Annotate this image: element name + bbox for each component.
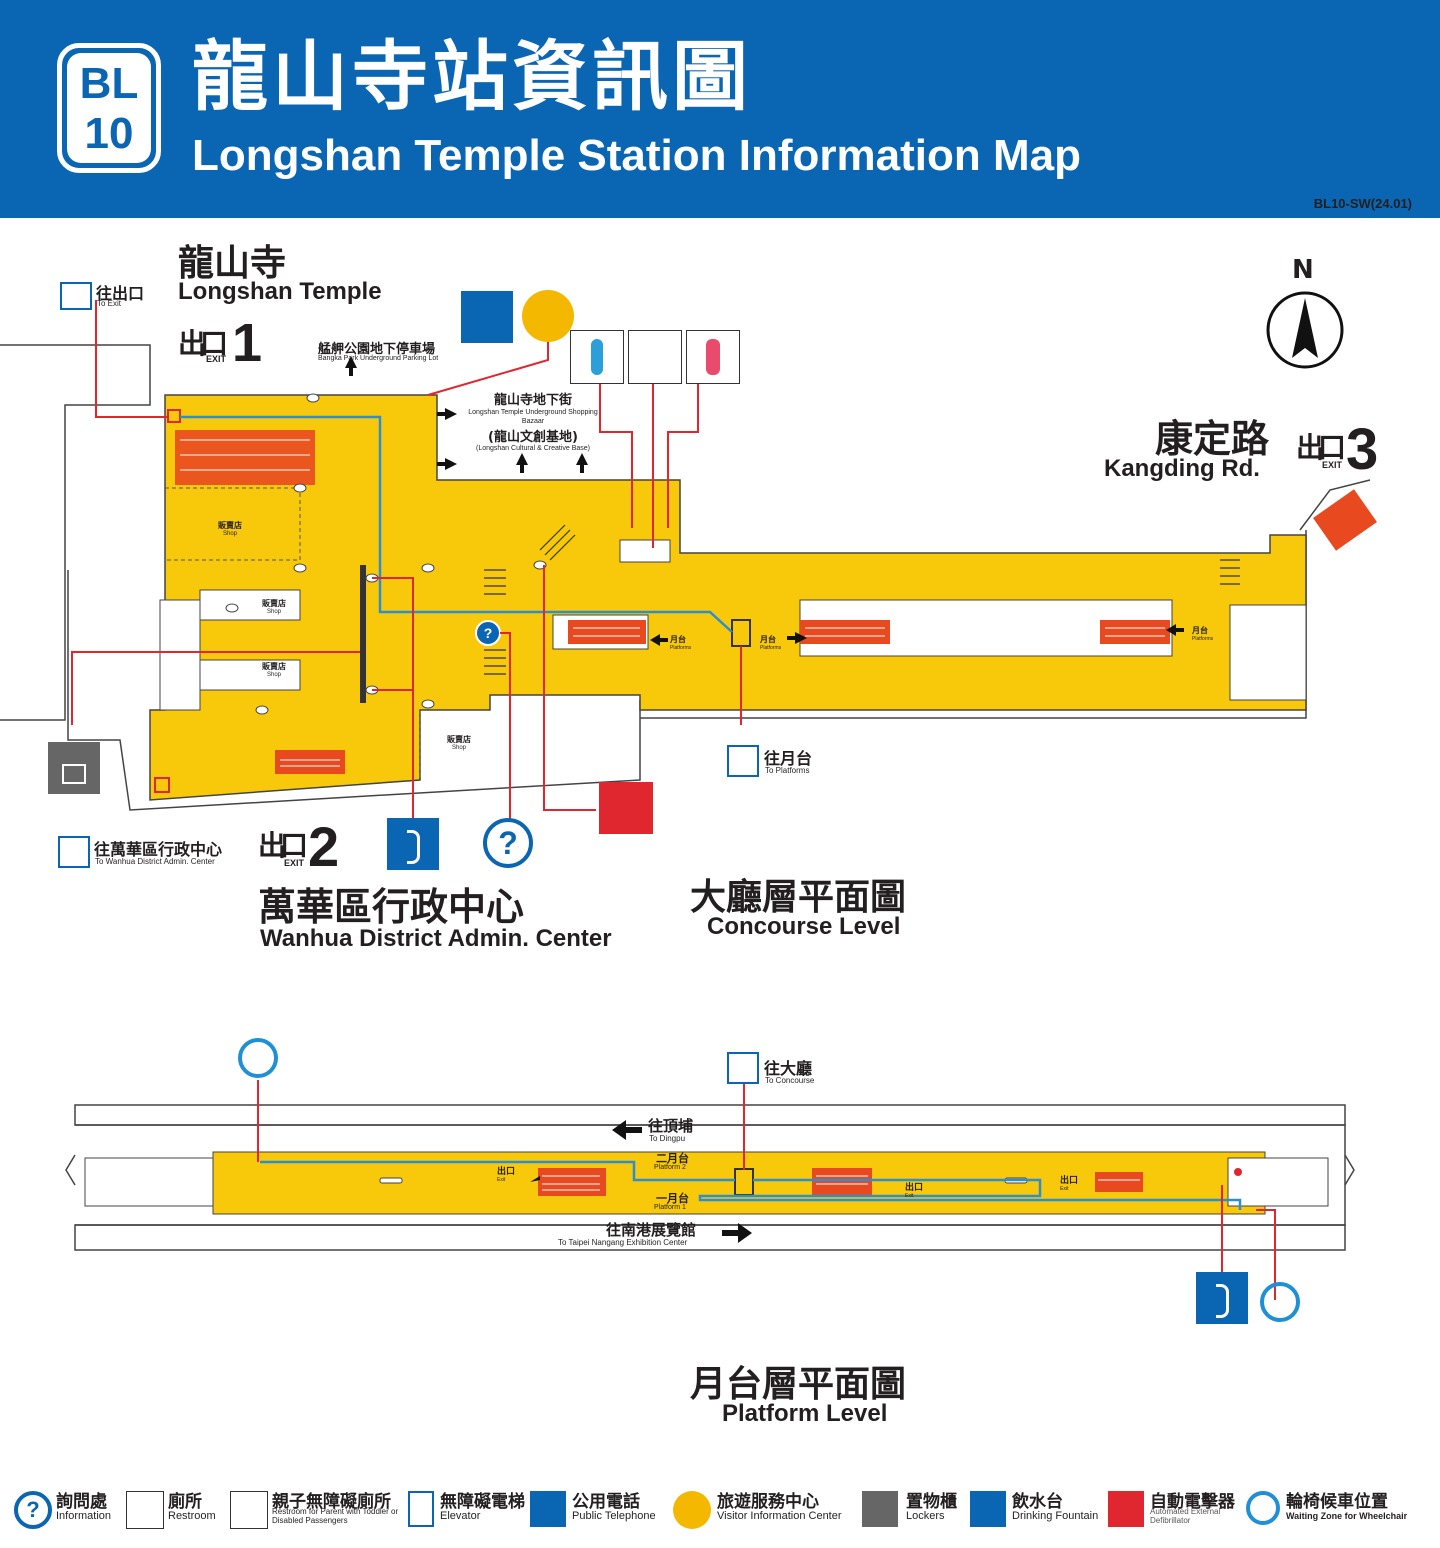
to-concourse-en: To Concourse [765,1076,815,1085]
information-icon: ? [14,1491,52,1529]
aed-icon [1108,1491,1144,1527]
line-code: BL [79,59,139,108]
exit3-name-zh: 康定路 [1155,417,1270,461]
exit1-number: 1 [232,313,263,373]
document-code: BL10-SW(24.01) [1313,196,1412,211]
parking-label-en: Bangka Park Underground Parking Lot [318,355,439,362]
to-platforms-en: To Platforms [765,766,810,775]
aed-icon [599,782,653,834]
locker-icon [862,1491,898,1527]
nangang-zh: 往南港展覽館 [606,1221,697,1239]
telephone-icon [530,1491,566,1527]
wheelchair-icon [1246,1491,1280,1525]
exit-word: 出口 [178,327,228,360]
exit1-sign: 出口 EXIT 1 [178,313,268,373]
legend-item-restroom: 廁所 Restroom [126,1487,226,1531]
accessible-route [180,415,733,633]
to-concourse-zh: 往大廳 [764,1059,813,1078]
exit3-name-en: Kangding Rd. [1104,455,1260,482]
concourse-level-zh: 大廳層平面圖 [690,877,907,918]
exit2-name-zh: 萬華區行政中心 [258,885,525,929]
elevator-icon [408,1491,434,1527]
platform-map [65,1080,1355,1300]
page-title-zh: 龍山寺站資訊圖 [192,32,752,121]
concourse-level-en: Concourse Level [707,913,901,940]
legend-item-lockers: 置物櫃 Lockers [862,1487,966,1531]
concourse-floor [149,394,1307,801]
wheelchair-icon [238,1030,288,1080]
to-wanhua-en: To Wanhua District Admin. Center [95,857,215,866]
elevator-icon [727,1052,759,1084]
exit1-name-en: Longshan Temple [178,278,382,305]
nangang-en: To Taipei Nangang Exhibition Center [558,1238,688,1247]
dingpu-en: To Dingpu [649,1134,686,1143]
escalators [175,430,1377,774]
platform-level-zh: 月台層平面圖 [690,1364,907,1405]
platform1-zh: 一月台 [656,1192,689,1205]
accessible-route-platform [260,1160,1242,1210]
header-bar [0,0,1440,218]
legend-item-telephone: 公用電話 Public Telephone [530,1487,670,1531]
to-wanhua-zh: 往萬華區行政中心 [94,840,223,859]
exit2-sign: 出口 EXIT 2 [258,815,340,878]
visitor-info-icon [522,290,574,342]
family-restroom-icon [230,1491,268,1529]
visitor-info-icon [673,1491,711,1529]
elevator-icon [58,836,90,868]
legend-item-wheelchair: 輪椅候車位置 Waiting Zone for Wheelchair [1246,1487,1436,1531]
parking-label-zh: 艋舺公園地下停車場 [318,342,436,357]
wheelchair-icon [1260,1278,1310,1328]
exit-sub: EXIT [206,354,227,364]
to-exit-en: To Exit [97,299,122,308]
to-platforms-zh: 往月台 [764,749,813,768]
concourse-map: ? [0,291,1377,820]
restroom-men-icon [570,330,624,384]
exit2-number: 2 [308,815,340,878]
station-number: 10 [84,109,134,158]
page-title-en: Longshan Temple Station Information Map [192,131,1081,180]
platform-level-en: Platform Level [722,1400,888,1427]
legend-item-family-restroom: 親子無障礙廁所 Restroom for Parent with Toddler… [230,1487,406,1531]
legend-item-drinking-fountain: 飲水台 Drinking Fountain [970,1487,1106,1531]
family-restroom-icon [628,330,682,384]
drinking-fountain-icon [970,1491,1006,1527]
legend-item-visitor-info: 旅遊服務中心 Visitor Information Center [673,1487,859,1531]
platform2-zh: 二月台 [656,1152,689,1165]
exit3-sign: 出口 EXIT 3 [1296,417,1379,482]
drinking-fountain-icon [461,291,513,343]
svg-text:?: ? [484,625,493,641]
exit3-number: 3 [1346,417,1379,482]
restroom-women-icon [686,330,740,384]
elevator-icon [60,282,92,310]
locker-icon [48,742,100,794]
bazaar-label: 龍山寺地下街 Longshan Temple Underground Shopp… [468,393,598,452]
restroom-icon [126,1491,164,1529]
telephone-icon [387,818,439,870]
station-code-badge: BL 10 [57,43,161,173]
legend-item-information: ? 詢問處 Information [14,1487,124,1531]
exit2-name-en: Wanhua District Admin. Center [260,925,612,952]
platform2-en: Platform 2 [654,1164,686,1171]
dingpu-zh: 往頂埔 [648,1117,694,1135]
legend-item-elevator: 無障礙電梯 Elevator [408,1487,528,1531]
platform1-en: Platform 1 [654,1204,686,1211]
to-exit-zh: 往出口 [96,284,145,303]
north-label: N [1292,255,1314,285]
elevator-icon [727,745,759,777]
exit1-name-zh: 龍山寺 [178,243,287,284]
legend-item-aed: 自動電擊器 Automated External Defibrillator [1108,1487,1244,1531]
information-icon: ? [483,818,533,868]
telephone-icon [1196,1272,1248,1324]
